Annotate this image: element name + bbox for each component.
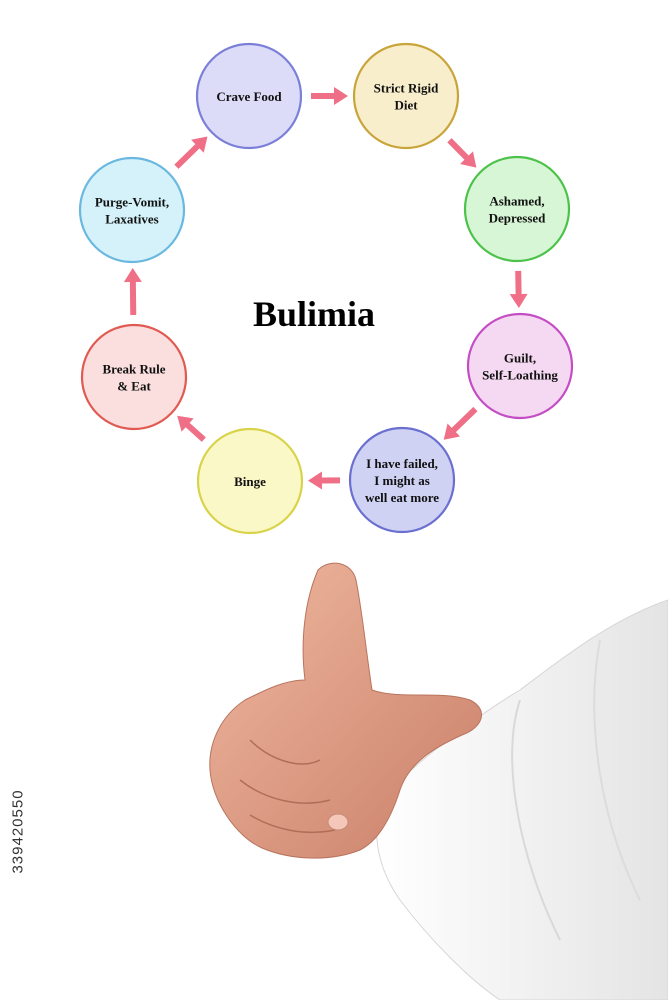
node-label: Binge	[234, 474, 266, 489]
cycle-arrow	[177, 415, 206, 442]
cycle-arrow	[174, 136, 208, 169]
node-circle	[352, 42, 460, 150]
stock-id-text: 339420550	[9, 789, 27, 874]
cycle-arrow	[311, 87, 348, 105]
cycle-node: Guilt, Self-Loathing	[466, 312, 574, 420]
hand	[209, 562, 483, 859]
cycle-node: I have failed, I might as well eat more	[348, 426, 456, 534]
cycle-arrow	[447, 138, 477, 168]
node-label: Purge-Vomit,	[95, 195, 169, 210]
cycle-node: Binge	[196, 427, 304, 535]
pointing-hand-image	[209, 562, 668, 1000]
cycle-arrow	[123, 267, 142, 316]
node-label: & Eat	[117, 379, 151, 394]
cycle-arrow	[307, 471, 341, 490]
cycle-arrows	[123, 87, 528, 490]
node-label: I might as	[374, 473, 430, 488]
stock-id-watermark: 339420550	[6, 760, 30, 910]
node-label: Guilt,	[504, 351, 536, 366]
shirt-sleeve	[376, 599, 668, 1000]
node-label: I have failed,	[366, 456, 438, 471]
node-label: Diet	[394, 98, 418, 113]
node-label: well eat more	[365, 490, 439, 505]
cycle-node: Purge-Vomit, Laxatives	[78, 156, 186, 264]
diagram-title: Bulimia	[253, 294, 375, 334]
node-circle	[196, 427, 304, 535]
node-circle	[80, 323, 188, 431]
node-label: Ashamed,	[489, 194, 544, 209]
node-label: Depressed	[489, 211, 547, 226]
node-label: Self-Loathing	[482, 368, 558, 383]
node-circle	[466, 312, 574, 420]
node-label: Strict Rigid	[374, 81, 439, 96]
node-label: Crave Food	[216, 89, 282, 104]
node-label: Laxatives	[105, 212, 158, 227]
node-label: Break Rule	[103, 362, 166, 377]
cycle-node: Ashamed, Depressed	[463, 155, 571, 263]
node-circle	[78, 156, 186, 264]
node-circle	[463, 155, 571, 263]
node-circle	[348, 426, 456, 534]
cycle-arrow	[509, 270, 528, 309]
cycle-node: Break Rule & Eat	[80, 323, 188, 431]
cycle-node: Crave Food	[195, 42, 303, 150]
node-circle	[195, 42, 303, 150]
cycle-arrow	[443, 406, 478, 440]
